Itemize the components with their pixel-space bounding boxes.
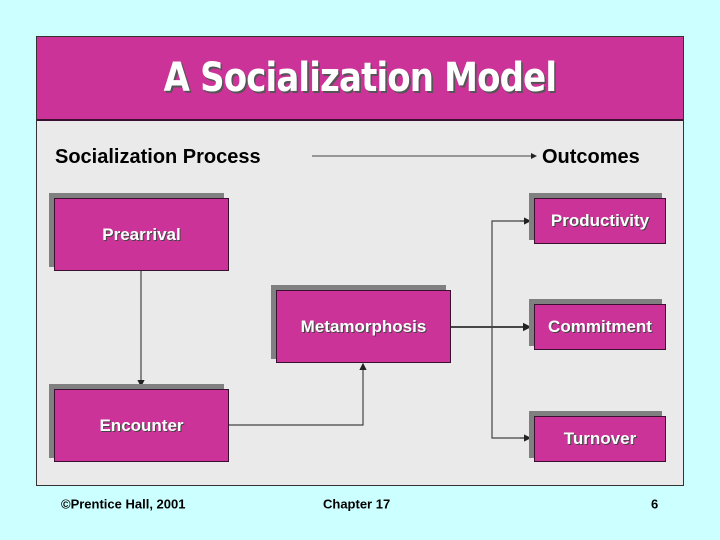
outcomes-header: Outcomes (542, 146, 640, 168)
outcome-label: Productivity (550, 211, 650, 230)
stage-label: Encounter (99, 415, 184, 435)
stage-label: Metamorphosis (300, 316, 427, 336)
outcome-label: Turnover (563, 429, 637, 448)
outcome-commitment: Commitment (534, 304, 666, 350)
stage-label: Prearrival (102, 224, 181, 244)
footer-page-number: 6 (651, 496, 659, 512)
title-band: A Socialization Model (37, 37, 683, 121)
stage-encounter: Encounter (54, 389, 229, 462)
outcome-turnover: Turnover (534, 416, 666, 462)
stage-metamorphosis: Metamorphosis (276, 290, 451, 363)
outcome-productivity: Productivity (534, 198, 666, 244)
stage-prearrival: Prearrival (54, 198, 229, 271)
outcome-label: Commitment (548, 317, 652, 336)
footer-chapter: Chapter 17 (323, 496, 391, 512)
footer-copyright: ©Prentice Hall, 2001 (61, 496, 186, 512)
process-header: Socialization Process (55, 146, 261, 168)
slide-title: A Socialization Model (163, 55, 557, 101)
